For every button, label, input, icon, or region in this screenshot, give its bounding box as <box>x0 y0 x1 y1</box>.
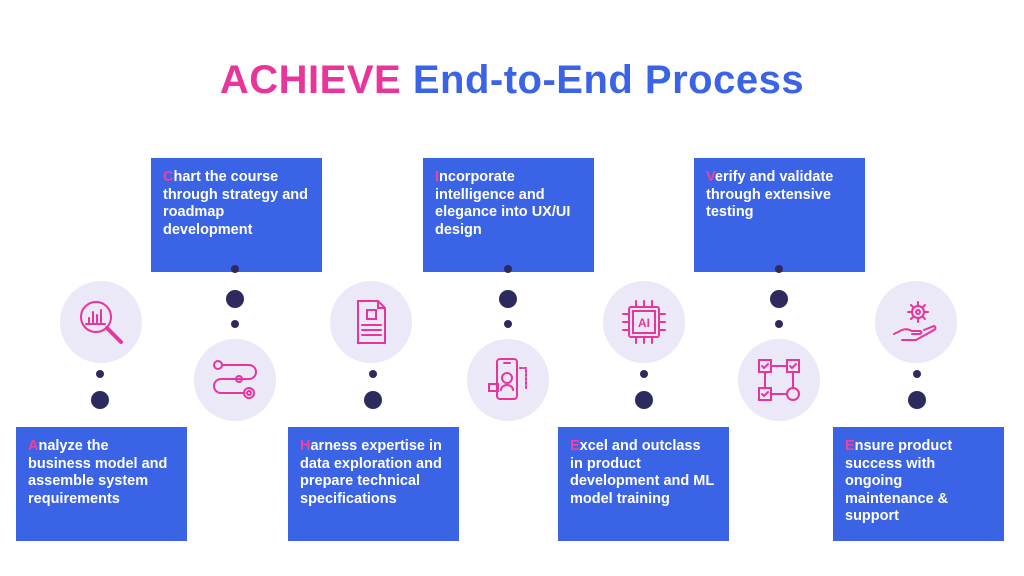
step-5-connector-dot <box>640 370 648 378</box>
step-2-connector-dot-top <box>231 265 239 273</box>
step-4-node <box>499 290 517 308</box>
step-6-text: erify and validate through extensive tes… <box>706 169 834 220</box>
step-4-connector-dot-bottom <box>504 320 512 328</box>
step-6-connector-dot-bottom <box>775 320 783 328</box>
step-6-box: Verify and validate through extensive te… <box>694 158 865 272</box>
step-6-initial: V <box>706 169 715 185</box>
magnifier-chart-icon <box>80 301 123 344</box>
step-3-initial: H <box>300 438 311 454</box>
document-chip-icon <box>357 300 386 344</box>
step-4-text: ncorporate intelligence and elegance int… <box>435 169 571 238</box>
step-6-node <box>770 290 788 308</box>
svg-text:AI: AI <box>638 316 650 330</box>
step-2-initial: C <box>163 169 174 185</box>
step-5-node <box>635 391 653 409</box>
ai-chip-icon: AI <box>622 300 666 344</box>
step-3-box: Harness expertise in data exploration an… <box>288 427 459 541</box>
hand-gear-icon <box>893 301 937 341</box>
step-1-connector-dot <box>96 370 104 378</box>
step-5-box: Excel and outclass in product developmen… <box>558 427 729 541</box>
step-5-text: xcel and outclass in product development… <box>570 438 714 507</box>
step-3-text: arness expertise in data exploration and… <box>300 438 442 507</box>
roadmap-path-icon <box>213 360 257 399</box>
step-1-node <box>91 391 109 409</box>
step-2-node <box>226 290 244 308</box>
step-7-initial: E <box>845 438 855 454</box>
title-rest: End-to-End Process <box>412 58 805 102</box>
step-6-icon-circle <box>738 339 820 421</box>
step-4-initial: I <box>435 169 440 185</box>
step-7-node <box>908 391 926 409</box>
step-3-icon-circle <box>330 281 412 363</box>
step-4-icon-circle <box>467 339 549 421</box>
step-7-connector-dot <box>913 370 921 378</box>
step-2-icon-circle <box>194 339 276 421</box>
step-5-icon-circle: AI <box>603 281 685 363</box>
step-4-connector-dot-top <box>504 265 512 273</box>
step-7-icon-circle <box>875 281 957 363</box>
page-title: ACHIEVE End-to-End Process <box>0 58 1024 103</box>
mobile-ui-icon <box>488 358 527 400</box>
step-7-box: Ensure product success with ongoing main… <box>833 427 1004 541</box>
step-1-text: nalyze the business model and assemble s… <box>28 438 168 507</box>
step-2-text: hart the course through strategy and roa… <box>163 169 309 238</box>
step-1-icon-circle <box>60 281 142 363</box>
step-1-box: Analyze the business model and assemble … <box>16 427 187 541</box>
step-4-box: Incorporate intelligence and elegance in… <box>423 158 594 272</box>
verified-flow-icon <box>758 359 800 401</box>
step-6-connector-dot-top <box>775 265 783 273</box>
step-7-text: nsure product success with ongoing maint… <box>845 438 953 524</box>
step-2-box: Chart the course through strategy and ro… <box>151 158 322 272</box>
step-3-node <box>364 391 382 409</box>
step-5-initial: E <box>570 438 580 454</box>
step-1-initial: A <box>28 438 39 454</box>
title-brand: ACHIEVE <box>219 58 402 102</box>
step-2-connector-dot-bottom <box>231 320 239 328</box>
step-3-connector-dot <box>369 370 377 378</box>
